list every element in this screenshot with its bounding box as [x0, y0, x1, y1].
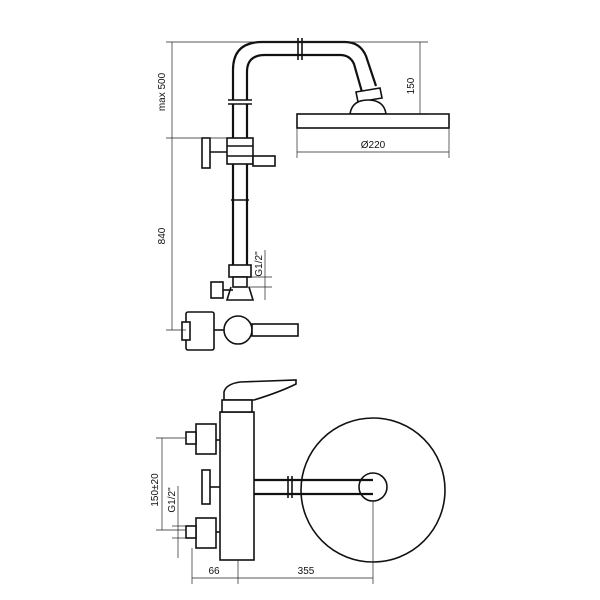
head-connector [355, 87, 383, 103]
label-355: 355 [298, 566, 315, 577]
arm-end-cap [358, 472, 388, 502]
outlet-stub [210, 281, 224, 299]
head-dome [349, 99, 387, 115]
mixer-body [223, 315, 253, 345]
hand-holder [252, 155, 276, 167]
mixer-body-side [219, 411, 255, 561]
diverter-knob-side [201, 469, 211, 505]
gooseneck-pipe-inner [245, 53, 364, 100]
upper-knob [195, 423, 217, 455]
mixer-neck [225, 286, 255, 301]
label-840: 840 [157, 227, 168, 244]
coupling-lower [232, 276, 248, 288]
side-view: 150±20 G1/2" 66 355 [150, 379, 446, 584]
diverter-knob [201, 137, 211, 169]
label-max-500: max 500 [157, 72, 168, 111]
gooseneck-pipe [231, 40, 378, 100]
lower-knob-cap [185, 525, 197, 539]
lower-knob [195, 517, 217, 549]
temperature-knob-cap [181, 321, 191, 341]
label-diameter-220: Ø220 [361, 140, 386, 151]
front-view: max 500 150 Ø220 840 G1/2" [157, 38, 450, 351]
shower-head-plate [296, 113, 450, 129]
label-66: 66 [208, 566, 220, 577]
lever-handle [223, 379, 297, 401]
label-150: 150 [406, 77, 417, 94]
diverter-block [226, 137, 254, 165]
label-150-tolerance: 150±20 [150, 473, 161, 507]
mixer-lever-bar [251, 323, 299, 337]
upper-knob-cap [185, 431, 197, 445]
label-thread-bottom: G1/2" [167, 487, 178, 513]
coupling-nut [228, 264, 252, 278]
label-thread-top: G1/2" [254, 251, 265, 277]
lever-base [221, 399, 253, 413]
